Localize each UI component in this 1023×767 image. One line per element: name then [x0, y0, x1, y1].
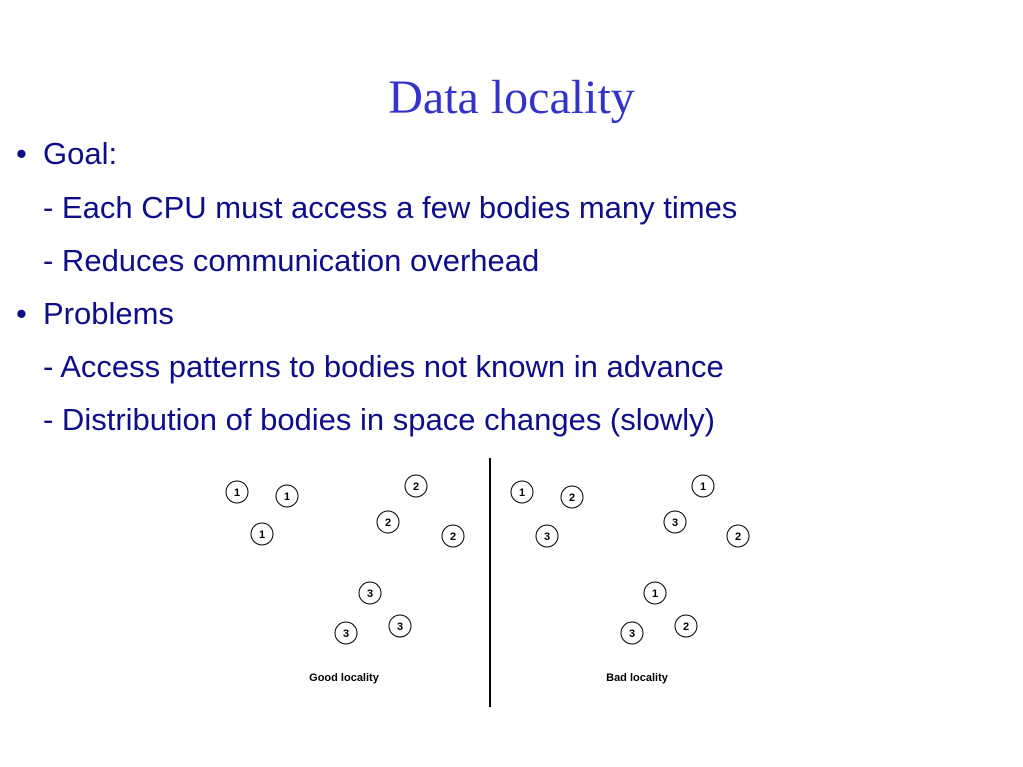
svg-text:3: 3: [397, 621, 403, 633]
svg-text:1: 1: [700, 481, 706, 493]
svg-text:2: 2: [735, 531, 741, 543]
body-circle: 2: [441, 524, 465, 548]
body-circle: 3: [388, 614, 412, 638]
svg-text:1: 1: [284, 491, 290, 503]
body-circle: 2: [674, 614, 698, 638]
sub-item: - Distribution of bodies in space change…: [43, 402, 715, 437]
body-circle: 1: [643, 581, 667, 605]
svg-text:2: 2: [569, 492, 575, 504]
bullet-marker: •: [16, 296, 27, 331]
body-circle: 1: [225, 480, 249, 504]
svg-text:1: 1: [234, 487, 240, 499]
body-circle: 3: [535, 524, 559, 548]
body-circle: 3: [334, 621, 358, 645]
svg-text:3: 3: [672, 517, 678, 529]
svg-text:1: 1: [519, 487, 525, 499]
body-circle: 2: [560, 485, 584, 509]
sub-item: - Access patterns to bodies not known in…: [43, 349, 724, 384]
bullet-text: Problems: [43, 296, 174, 331]
body-circle: 1: [691, 474, 715, 498]
bullet-text: Goal:: [43, 136, 118, 171]
good-locality-caption: Good locality: [309, 672, 380, 684]
body-circle: 3: [620, 621, 644, 645]
svg-text:3: 3: [343, 628, 349, 640]
good-locality-panel: 1 1 1 2 2 2 3: [225, 474, 465, 684]
svg-text:2: 2: [683, 621, 689, 633]
slide-title: Data locality: [388, 71, 635, 124]
body-circle: 2: [404, 474, 428, 498]
svg-text:1: 1: [259, 529, 265, 541]
bad-locality-caption: Bad locality: [606, 672, 669, 684]
body-circle: 1: [510, 480, 534, 504]
bad-locality-panel: 1 2 3 1 3 2 1: [510, 474, 750, 684]
svg-text:2: 2: [450, 531, 456, 543]
body-circle: 3: [358, 581, 382, 605]
body-circle: 3: [663, 510, 687, 534]
body-circle: 1: [275, 484, 299, 508]
sub-item: - Reduces communication overhead: [43, 243, 540, 278]
svg-text:3: 3: [367, 588, 373, 600]
svg-text:3: 3: [629, 628, 635, 640]
body-circle: 2: [726, 524, 750, 548]
sub-item: - Each CPU must access a few bodies many…: [43, 190, 738, 225]
bullet-marker: •: [16, 136, 27, 171]
body-circle: 1: [250, 522, 274, 546]
svg-text:1: 1: [652, 588, 658, 600]
svg-text:2: 2: [413, 481, 419, 493]
svg-text:2: 2: [385, 517, 391, 529]
body-circle: 2: [376, 510, 400, 534]
svg-text:3: 3: [544, 531, 550, 543]
